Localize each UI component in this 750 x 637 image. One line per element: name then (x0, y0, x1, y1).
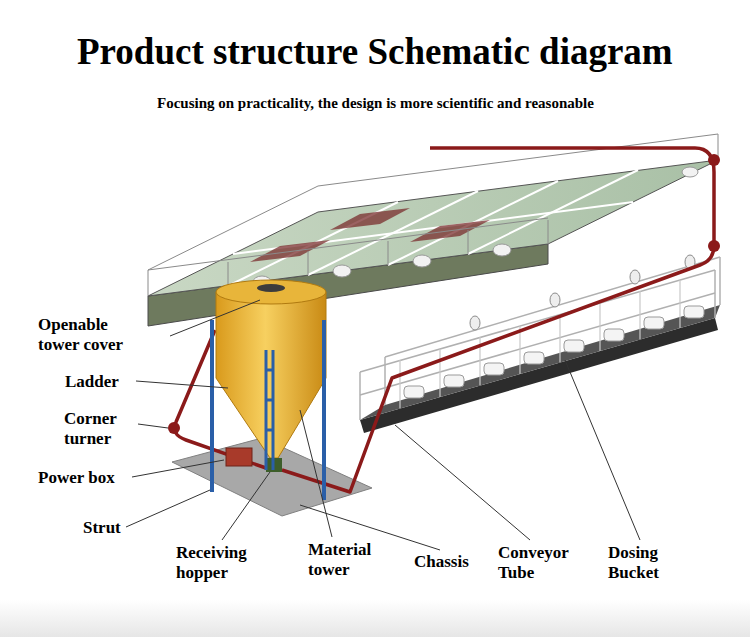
upper-barn (148, 134, 718, 326)
tower-cover (257, 284, 285, 292)
leader-line (126, 300, 640, 550)
crate-row (639, 291, 640, 339)
upper-barn (330, 208, 410, 230)
crate-row (360, 257, 720, 420)
leader-line (138, 424, 168, 428)
ladder (266, 369, 273, 372)
crate-row (714, 270, 716, 318)
corner-turner (708, 240, 720, 252)
crate-row (404, 386, 424, 398)
ladder (266, 399, 273, 402)
crate-row (599, 303, 600, 351)
crate-row (385, 257, 720, 357)
leader-line (132, 460, 224, 477)
chassis-base (360, 318, 718, 433)
leader-line (395, 425, 530, 540)
corner-turner (168, 422, 180, 434)
conveyor-tube (174, 148, 714, 492)
part-label: Chassis (414, 552, 494, 572)
crate-row (399, 360, 400, 408)
crate-row (484, 363, 504, 375)
leader-line (170, 300, 260, 336)
ladder (272, 350, 275, 470)
crate-row (439, 349, 440, 397)
crate-row (470, 316, 480, 330)
part-label: Power box (38, 468, 138, 488)
crate-row (564, 340, 584, 352)
ladder (266, 350, 273, 470)
upper-barn (148, 134, 718, 296)
crate-row (444, 375, 464, 387)
crate-row (360, 293, 715, 395)
upper-barn (682, 167, 698, 177)
crate-row (559, 314, 560, 362)
material-tower (212, 280, 326, 500)
crate-row (360, 270, 715, 372)
crate-row (524, 352, 544, 364)
upper-barn (250, 208, 490, 262)
upper-barn (148, 218, 548, 270)
part-label: Strut (83, 518, 143, 538)
corner-turner (708, 154, 720, 166)
material-tower (216, 280, 326, 304)
crate-row (644, 317, 664, 329)
upper-barn (228, 262, 229, 286)
caption: Focusing on practicality, the design is … (157, 94, 594, 112)
upper-barn (468, 230, 469, 254)
part-label: Openable tower cover (38, 315, 153, 355)
ground-fade (0, 600, 750, 637)
upper-barn (388, 241, 389, 265)
leader-line (126, 490, 210, 527)
upper-barn (333, 265, 351, 277)
part-label: Conveyor Tube (498, 543, 588, 583)
material-tower (210, 320, 214, 492)
leader-line (300, 410, 332, 537)
material-tower (322, 320, 326, 500)
upper-barn (548, 220, 549, 244)
part-label: Corner turner (64, 409, 136, 449)
part-label: Receiving hopper (176, 543, 274, 583)
upper-barn (148, 134, 718, 296)
crate-row (360, 255, 720, 433)
material-tower (216, 292, 326, 458)
upper-barn (253, 167, 698, 288)
leader-line (222, 472, 270, 540)
crate-row (359, 372, 361, 420)
part-label: Ladder (65, 372, 155, 392)
crate-row (630, 270, 640, 284)
crate-row (470, 255, 695, 330)
upper-barn (493, 244, 511, 256)
crate-row (519, 326, 520, 374)
upper-barn (228, 170, 638, 286)
crate-row (400, 280, 680, 408)
crate-row (679, 280, 680, 328)
crate-row (550, 293, 560, 307)
upper-barn (308, 251, 309, 275)
part-label: Dosing Bucket (608, 543, 688, 583)
crate-row (719, 257, 721, 305)
title: Product structure Schematic diagram (77, 30, 673, 74)
power-box (226, 448, 252, 466)
part-label: Material tower (308, 540, 396, 580)
ladder (265, 350, 268, 470)
ladder (266, 429, 273, 432)
upper-barn (413, 255, 431, 267)
conveyor-tube (282, 148, 714, 492)
upper-barn (250, 240, 330, 262)
leader-line (565, 360, 640, 540)
leader-line (136, 381, 228, 388)
crate-row (684, 306, 704, 318)
crate-row (604, 329, 624, 341)
